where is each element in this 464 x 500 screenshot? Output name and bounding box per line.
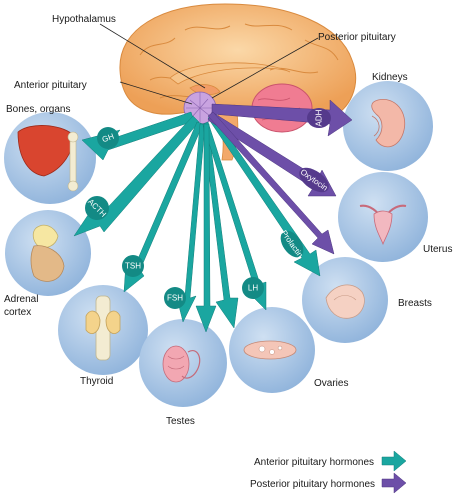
label-bones-organs: Bones, organs <box>6 104 71 115</box>
organ-illustrations <box>17 99 407 383</box>
testes-illustration <box>162 345 201 383</box>
breast-illustration <box>325 284 365 319</box>
cerebrum <box>119 3 357 120</box>
label-posterior-pituitary: Posterior pituitary <box>318 32 396 43</box>
label-uterus: Uterus <box>423 244 452 255</box>
legend-anterior-arrow <box>381 450 407 472</box>
hormone-gh: GH <box>101 132 116 145</box>
legend: Anterior pituitary hormones Posterior pi… <box>250 450 407 494</box>
label-testes: Testes <box>166 416 195 427</box>
label-kidneys: Kidneys <box>372 72 408 83</box>
ovaries-illustration <box>243 340 297 360</box>
leader-lines <box>99 23 319 105</box>
label-hypothalamus: Hypothalamus <box>52 14 116 25</box>
label-thyroid: Thyroid <box>80 376 113 387</box>
hormone-fsh: FSH <box>167 294 183 303</box>
legend-anterior-label: Anterior pituitary hormones <box>254 457 374 468</box>
arrow-fsh-ovary <box>202 123 239 329</box>
hormone-lh: LH <box>248 284 258 293</box>
brain-illustration <box>119 3 357 161</box>
liver-bone-illustration <box>17 125 79 192</box>
corpus-callosum <box>169 62 291 85</box>
arrow-lh-testes <box>195 123 217 333</box>
uterus-illustration <box>359 204 407 246</box>
label-adrenal-line1: Adrenal <box>4 294 38 305</box>
label-breasts: Breasts <box>398 298 432 309</box>
kidney-illustration <box>371 99 406 148</box>
hormone-adh: ADH <box>315 109 324 126</box>
arrow-adh <box>211 99 353 137</box>
hormone-tsh: TSH <box>125 262 141 271</box>
arrow-oxytocin-breast <box>207 111 335 255</box>
adrenal-illustration <box>30 224 65 282</box>
label-anterior-pituitary: Anterior pituitary <box>14 80 87 91</box>
legend-posterior-label: Posterior pituitary hormones <box>250 479 375 490</box>
label-adrenal-line2: cortex <box>4 307 31 318</box>
thyroid-illustration <box>85 295 121 361</box>
legend-posterior-arrow <box>381 472 407 494</box>
structure-labels: Hypothalamus Posterior pituitary Anterio… <box>4 14 452 427</box>
label-ovaries: Ovaries <box>314 378 348 389</box>
